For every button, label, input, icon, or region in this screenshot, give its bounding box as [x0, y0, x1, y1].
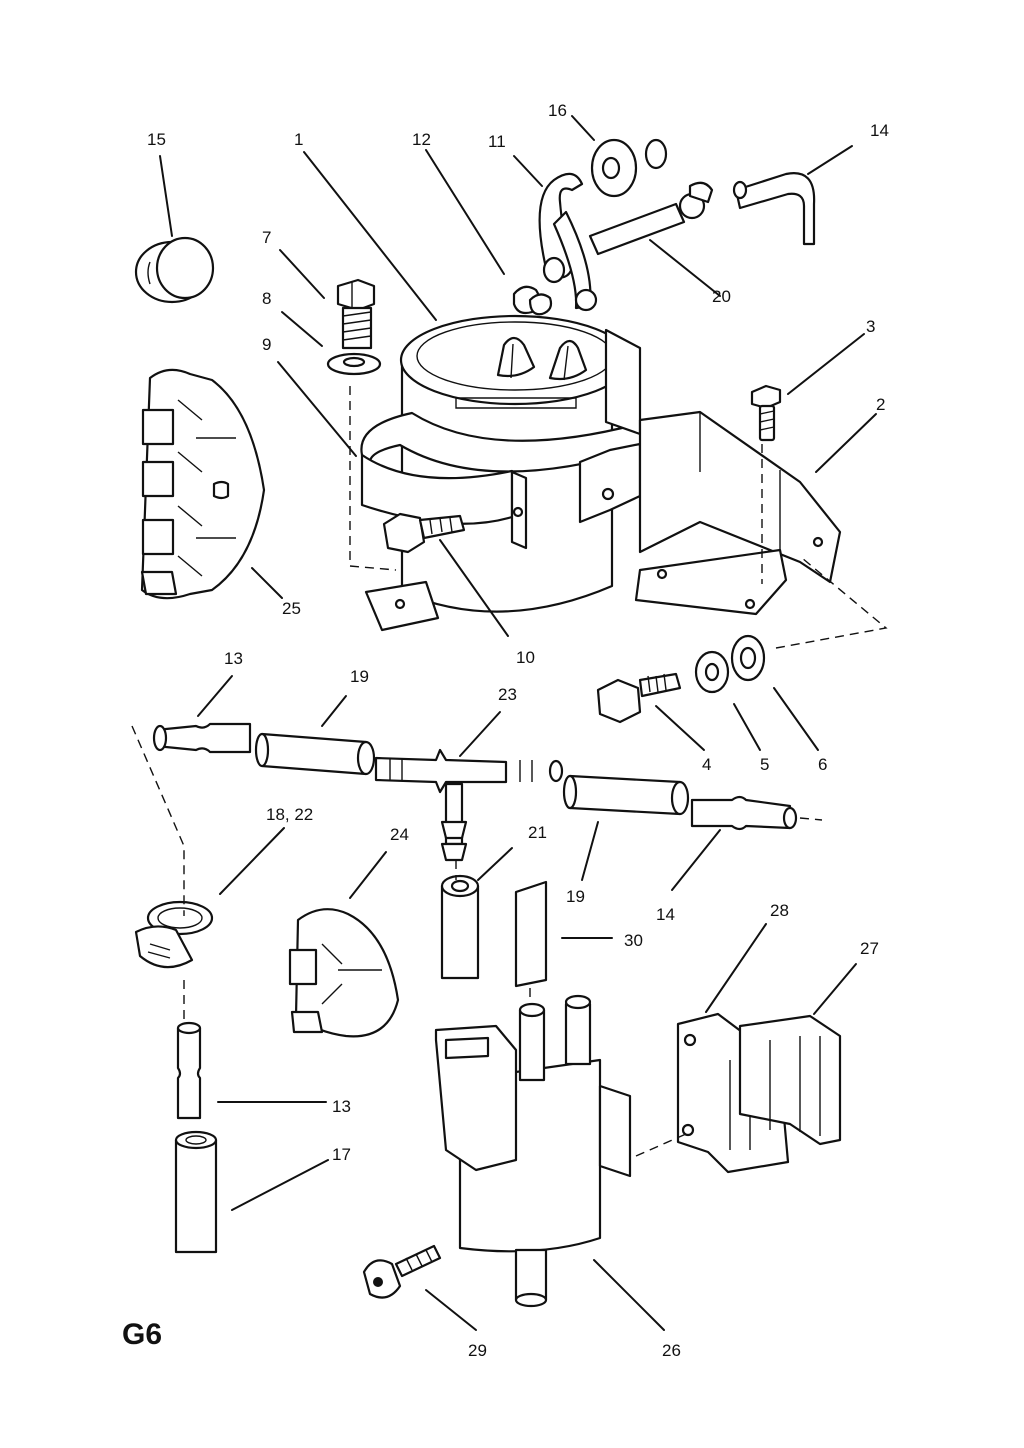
canister-foot	[364, 580, 440, 632]
callout-24: 24	[390, 825, 409, 844]
part-5-lockwasher	[694, 650, 730, 694]
part-11-hose	[538, 172, 598, 312]
callout-6: 6	[818, 755, 827, 774]
alignment-lines	[131, 386, 888, 1157]
part-6-washer	[730, 634, 766, 682]
part-3-screw	[750, 384, 782, 442]
part-15-cap	[134, 236, 215, 304]
callout-27: 27	[860, 939, 879, 958]
callout-28: 28	[770, 901, 789, 920]
callout-26: 26	[662, 1341, 681, 1360]
callout-labels: 15 1 12 11 16 14 7 8 9 20 3 2 25 10 13 1…	[147, 101, 889, 1360]
callout-7: 7	[262, 228, 271, 247]
callout-14-mid-label: 14	[656, 905, 675, 924]
part-14-pipe-mid	[690, 795, 798, 831]
leader-lines	[159, 115, 877, 1331]
callout-18-22: 18, 22	[266, 805, 313, 824]
callout-14-top-label: 14	[870, 121, 889, 140]
part-13-pipe-lower	[176, 1021, 202, 1120]
part-4-bolt	[596, 672, 682, 724]
part-10-bolt	[382, 512, 466, 554]
part-20-hose	[588, 202, 686, 256]
callout-11: 11	[488, 132, 506, 151]
part-23-t-piece	[374, 748, 564, 862]
callout-20: 20	[712, 287, 731, 306]
part-14-pipe-top	[678, 172, 816, 246]
part-7-bolt	[336, 278, 376, 350]
part-21-hose	[440, 874, 480, 980]
part-18-22-clamp	[134, 900, 214, 969]
part-24-clip	[288, 908, 400, 1038]
callout-29: 29	[468, 1341, 487, 1360]
part-13-pipe-mid	[152, 722, 252, 754]
part-17-hose	[174, 1130, 218, 1254]
callout-9: 9	[262, 335, 271, 354]
callout-5: 5	[760, 755, 769, 774]
part-19-hose-right	[562, 774, 690, 816]
callout-12: 12	[412, 130, 431, 149]
callout-8: 8	[262, 289, 271, 308]
part-30-hose	[514, 880, 548, 988]
part-19-hose-left	[254, 732, 376, 776]
callout-1: 1	[294, 130, 303, 149]
page-code: G6	[122, 1318, 163, 1351]
part-29-screw	[362, 1244, 442, 1299]
part-8-washer	[326, 352, 382, 376]
callout-30: 30	[624, 931, 643, 950]
callout-16: 16	[548, 101, 567, 120]
callout-25: 25	[282, 599, 301, 618]
callout-19-right: 19	[566, 887, 585, 906]
callout-13-lower: 13	[332, 1097, 351, 1116]
part-26-valve	[434, 994, 632, 1308]
part-27-bracket	[738, 1014, 842, 1146]
callout-15: 15	[147, 130, 166, 149]
part-1-canister	[399, 285, 631, 613]
callout-10: 10	[516, 648, 535, 667]
part-9-band	[360, 411, 650, 550]
callout-2: 2	[876, 395, 885, 414]
callout-13-mid: 13	[224, 649, 243, 668]
callout-3: 3	[866, 317, 875, 336]
callout-19-left: 19	[350, 667, 369, 686]
callout-4: 4	[702, 755, 711, 774]
callout-23: 23	[498, 685, 517, 704]
part-25-clip	[140, 368, 266, 600]
callout-17-text: 17	[332, 1145, 351, 1164]
part-2-bracket	[604, 328, 842, 616]
part-16-grommet	[590, 138, 668, 198]
callout-21: 21	[528, 823, 547, 842]
